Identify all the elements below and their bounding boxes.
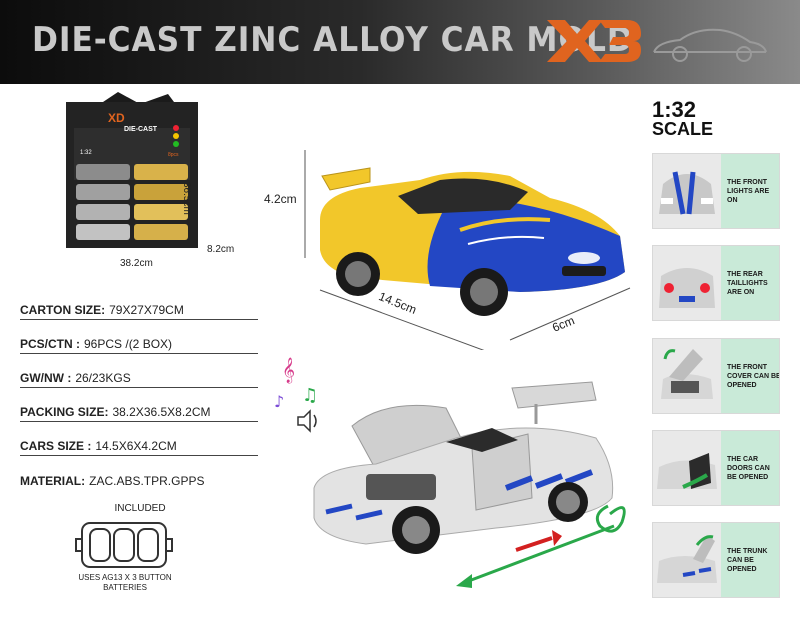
battery-caption: USES AG13 X 3 BUTTON BATTERIES	[60, 573, 190, 593]
battery-included-label: INCLUDED	[114, 503, 166, 514]
display-box-depth: 8.2cm	[207, 244, 235, 255]
feature-text: THE FRONT COVER CAN BE OPENED	[721, 339, 779, 413]
feature-panel-trunk: THE TRUNK CAN BE OPENED	[652, 522, 780, 598]
feature-panel-rear-taillights: THE REAR TAILLIGHTS ARE ON	[652, 245, 780, 321]
feature-text: THE TRUNK CAN BE OPENED	[721, 523, 779, 597]
feature-text: THE FRONT LIGHTS ARE ON	[721, 154, 779, 228]
yellow-blue-car-image	[304, 150, 631, 350]
sound-icons: 𝄞 ♪ ♫	[274, 357, 318, 433]
music-notes-icon: ♫	[302, 385, 318, 406]
spec-label: PACKING SIZE:	[20, 405, 109, 419]
silver-car-image	[313, 381, 626, 588]
car-front-icon	[659, 171, 715, 215]
hood-open-icon	[661, 349, 713, 399]
spec-label: GW/NW :	[20, 371, 72, 385]
spec-label: MATERIAL:	[20, 474, 86, 488]
treble-clef-icon: 𝄞	[282, 357, 295, 383]
display-box-width: 38.2cm	[120, 258, 153, 269]
feature-panel-front-lights: THE FRONT LIGHTS ARE ON	[652, 153, 780, 229]
display-box-scale: 1:32	[80, 150, 92, 156]
car-height-dimension: 4.2cm	[264, 192, 297, 206]
spec-gross-net-weight: GW/NW :26/23KGS	[20, 364, 258, 388]
spec-carton-size: CARTON SIZE:79X27X79CM	[20, 296, 258, 320]
spec-value: 14.5X6X4.2CM	[95, 439, 177, 453]
spec-value: 26/23KGS	[75, 371, 131, 385]
display-box-brand: XD	[108, 111, 125, 125]
scale-ratio: 1:32	[652, 97, 697, 122]
door-open-icon	[657, 453, 717, 489]
battery-caption-line1: USES AG13 X 3 BUTTON	[78, 573, 172, 582]
display-box-qty: 8pcs	[168, 152, 179, 158]
spec-label: CARS SIZE :	[20, 439, 92, 453]
battery-caption-line2: BATTERIES	[103, 583, 147, 592]
spec-label: CARTON SIZE:	[20, 303, 106, 317]
display-box-height: 36.5cm	[181, 182, 192, 215]
scale-label: SCALE	[652, 119, 714, 139]
battery-pack-icon	[75, 522, 173, 568]
trunk-open-icon	[657, 535, 717, 583]
page-title: DIE-CAST ZINC ALLOY CAR MOLD	[32, 20, 634, 60]
spec-value: 38.2X36.5X8.2CM	[112, 405, 211, 419]
car-rear-icon	[659, 268, 715, 308]
speaker-icon	[297, 409, 311, 433]
spec-pcs-per-carton: PCS/CTN : 96PCS /(2 BOX)	[20, 330, 258, 354]
spec-value: 79X27X79CM	[109, 303, 184, 317]
brand-logo	[547, 20, 641, 62]
spec-label: PCS/CTN :	[20, 337, 80, 351]
car-silhouette-icon	[653, 28, 767, 62]
music-note-icon: ♪	[274, 392, 284, 411]
feature-text: THE REAR TAILLIGHTS ARE ON	[721, 246, 779, 320]
spec-material: MATERIAL:ZAC.ABS.TPR.GPPS	[20, 466, 258, 490]
display-box-image: XD DIE-CAST 1:32 8pcs	[66, 92, 198, 248]
spec-cars-size: CARS SIZE :14.5X6X4.2CM	[20, 432, 258, 456]
feature-panel-car-doors: THE CAR DOORS CAN BE OPENED	[652, 430, 780, 506]
spec-value: ZAC.ABS.TPR.GPPS	[89, 474, 205, 488]
display-box-line1: DIE-CAST	[124, 126, 158, 133]
feature-panel-front-cover: THE FRONT COVER CAN BE OPENED	[652, 338, 780, 414]
feature-text: THE CAR DOORS CAN BE OPENED	[721, 431, 779, 505]
spec-packing-size: PACKING SIZE:38.2X36.5X8.2CM	[20, 398, 258, 422]
spec-value: 96PCS /(2 BOX)	[84, 337, 173, 351]
